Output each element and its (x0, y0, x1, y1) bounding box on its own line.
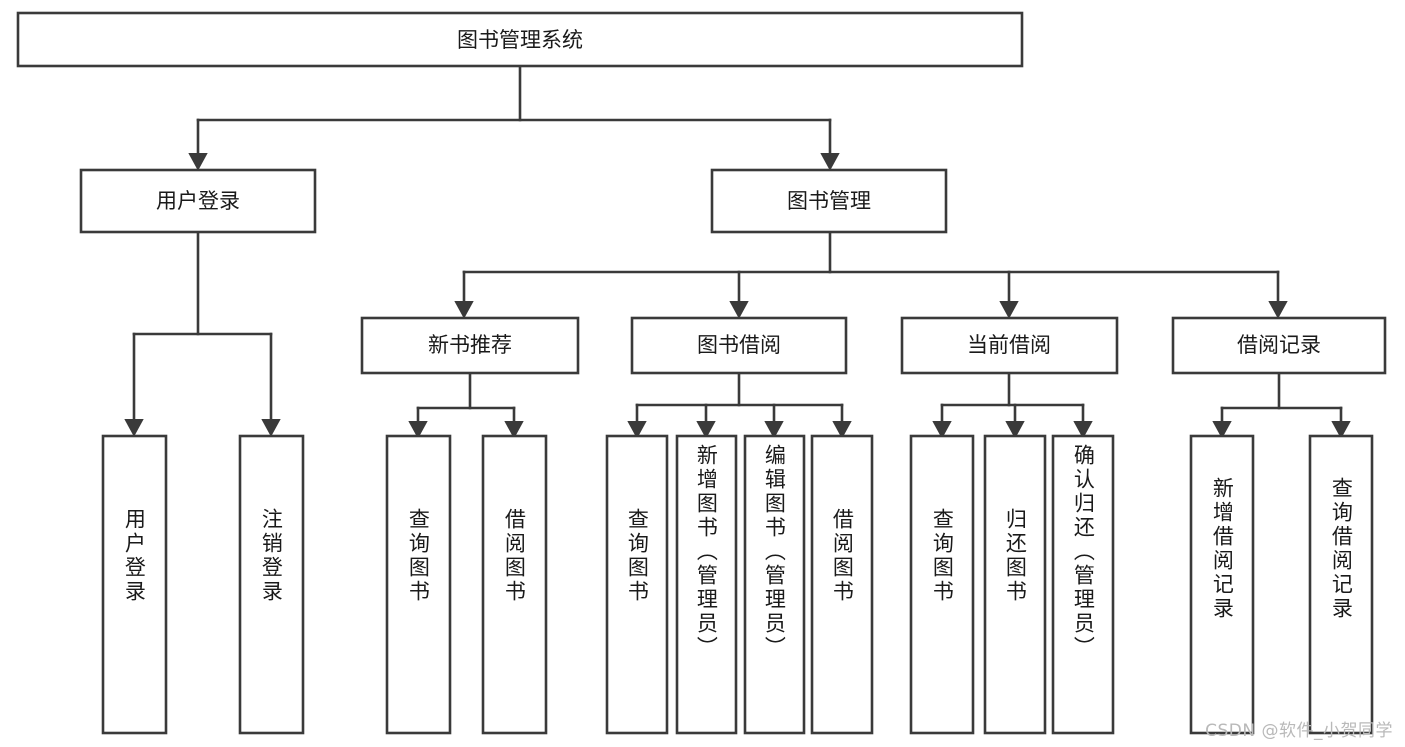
node-user-login-label: 用户登录 (156, 189, 240, 213)
node-root[interactable]: 图书管理系统 (16, 11, 1024, 68)
node-borrow-record-label: 借阅记录 (1237, 333, 1321, 357)
node-borrow-record[interactable]: 借阅记录 (1171, 316, 1387, 375)
node-book-management-box[interactable] (710, 168, 948, 234)
node-borrow-record-box[interactable] (1171, 316, 1387, 375)
leaf-box-group (101, 434, 1374, 735)
leaf-box-edit-book-admin[interactable] (743, 434, 806, 735)
node-user-login[interactable]: 用户登录 (79, 168, 317, 234)
connector-group-user-login (124, 230, 281, 437)
leaf-box-borrow-book[interactable] (810, 434, 874, 735)
connector-group-root (188, 64, 840, 171)
node-book-borrow[interactable]: 图书借阅 (630, 316, 848, 375)
leaf-box-query-book-borrow[interactable] (605, 434, 669, 735)
connector-group-current-borrow (932, 371, 1093, 439)
leaf-box-user-login[interactable] (101, 434, 168, 735)
leaf-box-borrow-book-recommend[interactable] (481, 434, 548, 735)
node-book-borrow-label: 图书借阅 (697, 333, 781, 357)
leaf-box-add-book-admin[interactable] (675, 434, 738, 735)
node-user-login-box[interactable] (79, 168, 317, 234)
leaf-box-confirm-return-admin[interactable] (1051, 434, 1115, 735)
node-new-book-recommend-box[interactable] (360, 316, 580, 375)
node-new-book-recommend-label: 新书推荐 (428, 333, 512, 357)
connector-group-book-management (454, 230, 1288, 319)
node-current-borrow[interactable]: 当前借阅 (900, 316, 1119, 375)
node-book-management-label: 图书管理 (787, 189, 871, 213)
node-root-box[interactable] (16, 11, 1024, 68)
leaf-box-logout-login[interactable] (238, 434, 305, 735)
connector-group-book-borrow (627, 371, 852, 439)
leaf-box-return-book[interactable] (983, 434, 1047, 735)
leaf-box-query-borrow-record[interactable] (1308, 434, 1374, 735)
node-new-book-recommend[interactable]: 新书推荐 (360, 316, 580, 375)
leaf-box-query-book-current[interactable] (909, 434, 975, 735)
node-current-borrow-box[interactable] (900, 316, 1119, 375)
node-root-label: 图书管理系统 (457, 28, 583, 52)
connector-group-borrow-record (1212, 371, 1351, 439)
watermark-text: CSDN @软件_小贺同学 (1205, 721, 1393, 741)
leaf-box-add-borrow-record[interactable] (1189, 434, 1255, 735)
leaf-box-query-book-recommend[interactable] (385, 434, 452, 735)
connector-group-new-book-recommend (408, 371, 524, 439)
node-current-borrow-label: 当前借阅 (967, 333, 1051, 357)
node-book-borrow-box[interactable] (630, 316, 848, 375)
node-book-management[interactable]: 图书管理 (710, 168, 948, 234)
